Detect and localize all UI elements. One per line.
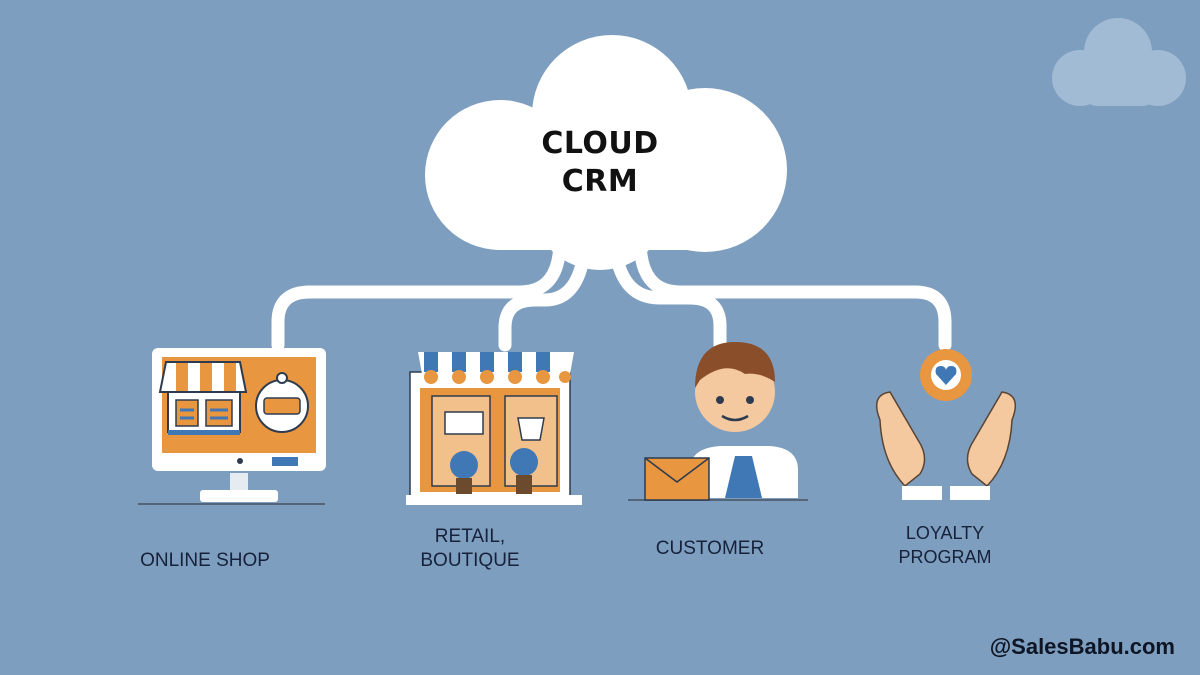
online-shop-label-line: ONLINE SHOP bbox=[140, 550, 270, 571]
retail-boutique-icon bbox=[406, 352, 582, 505]
retail-label-line-2: BOUTIQUE bbox=[420, 550, 520, 571]
customer-label-line: CUSTOMER bbox=[655, 538, 765, 559]
cloud-title-line-2: CRM bbox=[561, 164, 639, 199]
customer-icon bbox=[628, 342, 808, 501]
online-shop-icon bbox=[138, 348, 326, 505]
connector-online-shop bbox=[271, 233, 567, 352]
online-shop-label: ONLINE SHOP bbox=[120, 549, 290, 573]
cloud-title-line-1: CLOUD bbox=[541, 126, 659, 161]
customer-label: CUSTOMER bbox=[640, 537, 780, 561]
retail-label-line-1: RETAIL, bbox=[434, 526, 506, 547]
connector-lines bbox=[271, 233, 952, 352]
connector-retail bbox=[498, 238, 592, 352]
loyalty-program-icon bbox=[875, 349, 1017, 500]
loyalty-label-line-2: PROGRAM bbox=[898, 547, 992, 567]
connector-loyalty bbox=[633, 233, 952, 352]
loyalty-label-line-1: LOYALTY bbox=[905, 523, 985, 543]
decorative-cloud-icon bbox=[1052, 18, 1186, 106]
loyalty-program-label: LOYALTY PROGRAM bbox=[875, 521, 1015, 569]
watermark: @SalesBabu.com bbox=[989, 634, 1175, 659]
connector-customer bbox=[608, 238, 727, 352]
cloud-crm-shape bbox=[425, 35, 787, 270]
cloud-crm-title: CLOUD CRM bbox=[500, 125, 700, 201]
retail-boutique-label: RETAIL, BOUTIQUE bbox=[395, 525, 545, 573]
